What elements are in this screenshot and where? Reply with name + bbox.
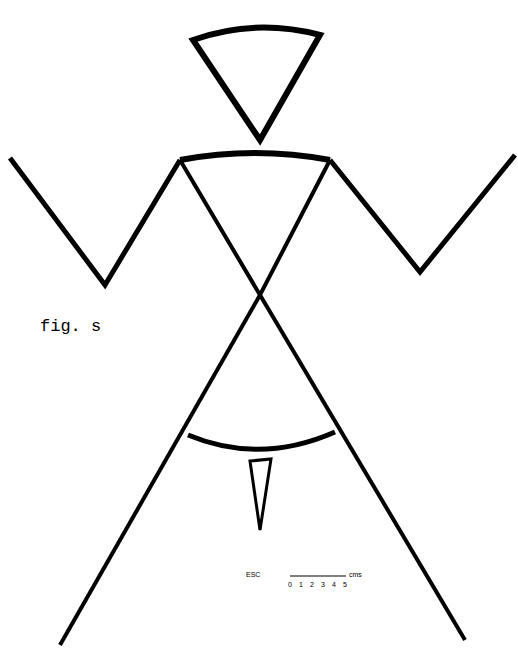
scale-unit: cms	[349, 571, 362, 578]
phallus	[250, 459, 271, 530]
shoulders	[180, 153, 330, 160]
right-arm	[330, 155, 515, 272]
right-leg	[260, 295, 465, 640]
left-arm	[10, 158, 180, 285]
figure-label: fig. s	[40, 318, 101, 335]
scale-label: ESC	[246, 571, 260, 578]
scale-number: 5	[343, 581, 347, 588]
head	[193, 28, 320, 140]
scale-bar	[290, 576, 346, 577]
scale-number: 1	[299, 581, 303, 588]
scale-number: 4	[332, 581, 336, 588]
scale-number: 3	[321, 581, 325, 588]
scale-number: 2	[310, 581, 314, 588]
scale-number: 0	[288, 581, 292, 588]
torso	[180, 160, 330, 295]
waist	[188, 432, 335, 449]
left-leg	[60, 295, 260, 645]
